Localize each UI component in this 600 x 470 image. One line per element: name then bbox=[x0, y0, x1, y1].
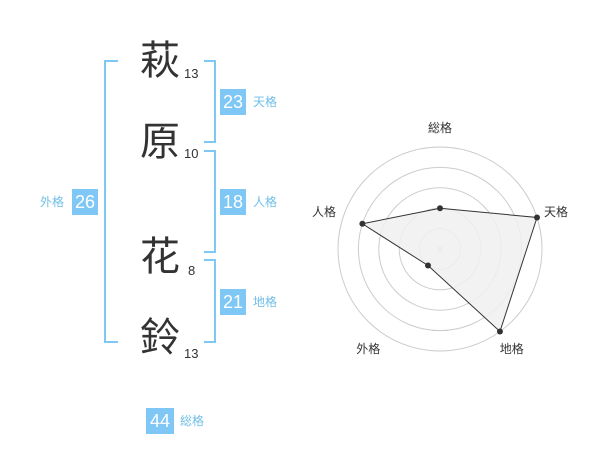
jinkaku-value: 18 bbox=[220, 189, 246, 215]
radar-point-1 bbox=[534, 214, 541, 221]
chikaku-bracket bbox=[204, 259, 216, 343]
radar-axis-label-1: 天格 bbox=[544, 205, 569, 220]
tenkaku-bracket bbox=[204, 60, 216, 143]
radar-point-0 bbox=[437, 205, 443, 212]
gaikaku-bracket bbox=[104, 60, 118, 343]
radar-ring-5 bbox=[337, 146, 543, 352]
name-char-2: 原 bbox=[140, 119, 180, 165]
name-char-1: 萩 bbox=[140, 38, 180, 84]
gaikaku-value: 26 bbox=[72, 189, 98, 215]
tenkaku-label: 天格 bbox=[253, 95, 278, 109]
chikaku-label: 地格 bbox=[253, 295, 278, 309]
radar-series-area bbox=[361, 207, 538, 333]
jinkaku-bracket bbox=[204, 150, 216, 253]
name-char-3: 花 bbox=[140, 234, 180, 280]
radar-point-2 bbox=[496, 328, 503, 335]
tenkaku-value: 23 bbox=[220, 89, 246, 115]
radar-axis-label-0: 総格 bbox=[427, 121, 452, 135]
stroke-count-2: 10 bbox=[184, 146, 199, 161]
chikaku-value: 21 bbox=[220, 289, 246, 315]
jinkaku-label: 人格 bbox=[253, 195, 278, 209]
radar-axis-label-3: 外格 bbox=[356, 341, 381, 356]
stroke-count-1: 13 bbox=[184, 66, 199, 81]
radar-point-4 bbox=[359, 220, 366, 227]
radar-axis-label-4: 人格 bbox=[311, 205, 336, 220]
soukaku-value: 44 bbox=[146, 408, 174, 434]
stroke-count-4: 13 bbox=[184, 346, 199, 361]
radar-point-3 bbox=[425, 262, 432, 269]
radar-axis-label-2: 地格 bbox=[499, 341, 524, 356]
stroke-count-3: 8 bbox=[188, 263, 196, 278]
gaikaku-label: 外格 bbox=[40, 195, 65, 209]
name-char-4: 鈴 bbox=[140, 315, 180, 361]
soukaku-label: 総格 bbox=[180, 414, 205, 428]
